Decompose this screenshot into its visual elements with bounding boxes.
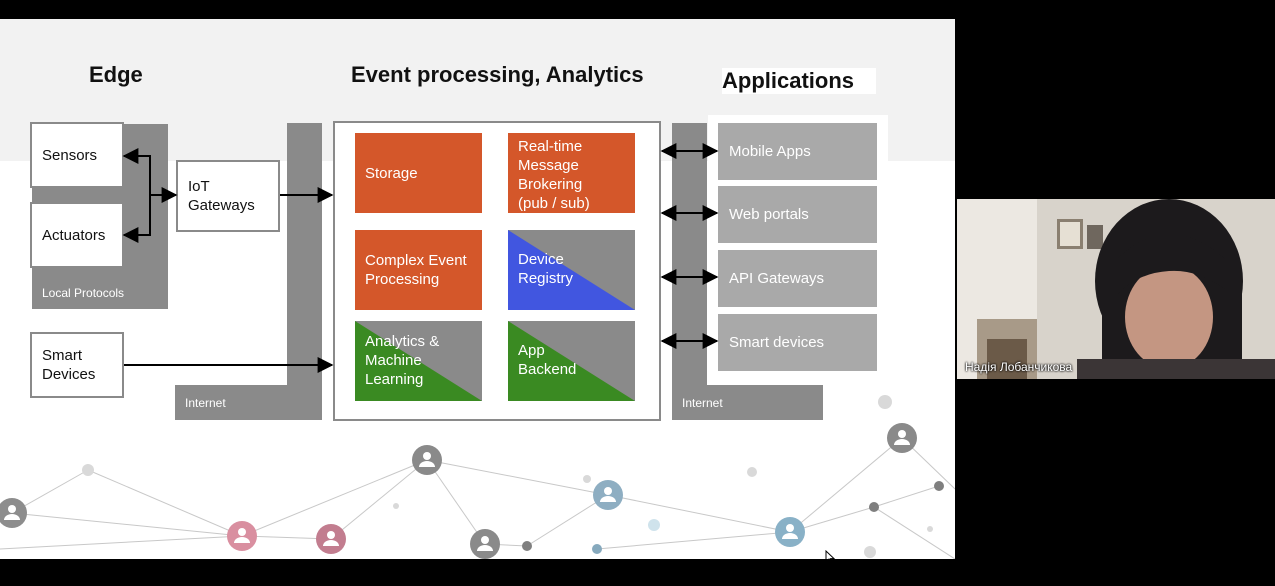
participant-video-frame xyxy=(957,199,1275,379)
device-registry-line1: Device xyxy=(518,251,564,268)
heading-applications: Applications xyxy=(722,68,877,94)
sensors-label: Sensors xyxy=(42,146,98,164)
iot-gateways-box: IoT Gateways xyxy=(176,160,280,232)
presentation-slide: Edge Event processing, Analytics Applica… xyxy=(0,19,955,559)
analytics-ml-line3: Learning xyxy=(365,371,424,388)
app-smart-devices-label: Smart devices xyxy=(729,334,825,351)
app-web-portals: Web portals xyxy=(718,186,877,243)
actuators-label: Actuators xyxy=(42,226,106,244)
app-mobile-apps-label: Mobile Apps xyxy=(729,143,811,160)
complex-event-line1: Complex Event xyxy=(365,252,467,269)
device-registry-tile: Device Registry xyxy=(508,230,635,310)
internet-left-horizontal xyxy=(175,385,322,420)
heading-edge: Edge xyxy=(89,62,143,87)
app-web-portals-label: Web portals xyxy=(729,206,809,223)
realtime-line2: Message xyxy=(518,157,579,174)
iot-gateways-line2: Gateways xyxy=(188,197,255,214)
internet-right-vertical xyxy=(672,123,707,420)
app-api-gateways-label: API Gateways xyxy=(729,270,825,287)
realtime-brokering-tile: Real-time Message Brokering (pub / sub) xyxy=(508,133,635,213)
app-api-gateways: API Gateways xyxy=(718,250,877,307)
storage-tile: Storage xyxy=(355,133,482,213)
iot-gateways-line1: IoT xyxy=(188,178,210,195)
storage-label: Storage xyxy=(365,164,418,182)
internet-right-label: Internet xyxy=(682,396,723,410)
participant-name-label: Надія Лобанчикова xyxy=(965,360,1073,374)
analytics-ml-tile: Analytics & Machine Learning xyxy=(355,321,482,401)
local-protocols-label: Local Protocols xyxy=(42,286,125,300)
heading-event-processing: Event processing, Analytics xyxy=(351,62,644,87)
participant-video-tile[interactable]: Надія Лобанчикова xyxy=(957,199,1275,379)
device-registry-triangle xyxy=(508,230,635,310)
realtime-line1: Real-time xyxy=(518,138,583,155)
realtime-line3: Brokering xyxy=(518,176,583,193)
complex-event-line2: Processing xyxy=(365,271,440,288)
mouse-cursor-icon xyxy=(825,550,835,559)
internet-left-vertical xyxy=(287,123,322,420)
internet-right-horizontal xyxy=(672,385,823,420)
smart-devices-line1: Smart xyxy=(42,347,83,364)
complex-event-tile: Complex Event Processing xyxy=(355,230,482,310)
smart-devices-line2: Devices xyxy=(42,366,96,383)
internet-left-label: Internet xyxy=(185,396,226,410)
app-mobile-apps: Mobile Apps xyxy=(718,123,877,180)
analytics-ml-line2: Machine xyxy=(365,352,422,369)
network-background-graphic xyxy=(0,395,955,559)
analytics-ml-triangle xyxy=(355,321,482,401)
app-backend-line1: App xyxy=(518,342,545,359)
smart-devices-box: Smart Devices xyxy=(30,332,124,398)
app-backend-tile: App Backend xyxy=(508,321,635,401)
app-smart-devices: Smart devices xyxy=(718,314,877,371)
analytics-ml-line1: Analytics & xyxy=(365,333,440,350)
device-registry-line2: Registry xyxy=(518,270,574,287)
app-backend-triangle xyxy=(508,321,635,401)
app-backend-line2: Backend xyxy=(518,361,577,378)
realtime-line4: (pub / sub) xyxy=(518,195,590,212)
sensors-box: Sensors xyxy=(30,122,124,188)
actuators-box: Actuators xyxy=(30,202,124,268)
